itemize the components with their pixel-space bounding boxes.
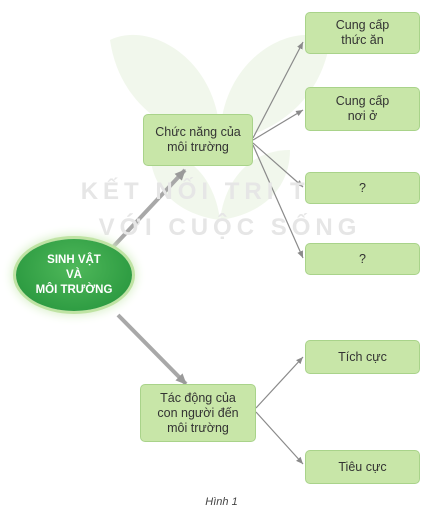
- leaf-node-unknown-1: ?: [305, 172, 420, 204]
- leaf-node-provide-shelter: Cung cấp nơi ở: [305, 87, 420, 131]
- connector-center-to-branch-1: [110, 168, 187, 250]
- figure-caption: Hình 1: [205, 496, 238, 508]
- branch-node-human-impact: Tác động của con người đến môi trường: [140, 384, 256, 442]
- leaf-node-negative: Tiêu cực: [305, 450, 420, 484]
- connector-center-to-branch-2: [116, 313, 188, 386]
- connector-branch1-child4: [252, 144, 304, 259]
- leaf-node-provide-food: Cung cấp thức ăn: [305, 12, 420, 54]
- connector-branch2-child2: [255, 411, 304, 465]
- watermark-text-line-2: VỚI CUỘC SỐNG: [98, 214, 362, 241]
- connector-branch1-child2: [252, 109, 304, 141]
- leaf-node-unknown-2: ?: [305, 243, 420, 275]
- center-node: SINH VẬT VÀ MÔI TRƯỜNG: [16, 239, 132, 311]
- connector-branch1-child1: [252, 41, 304, 139]
- branch-node-environment-functions: Chức năng của môi trường: [143, 114, 253, 166]
- connector-branch1-child3: [252, 142, 304, 188]
- leaf-node-positive: Tích cực: [305, 340, 420, 374]
- watermark-leaves: [110, 34, 330, 220]
- connector-branch2-child1: [255, 356, 304, 409]
